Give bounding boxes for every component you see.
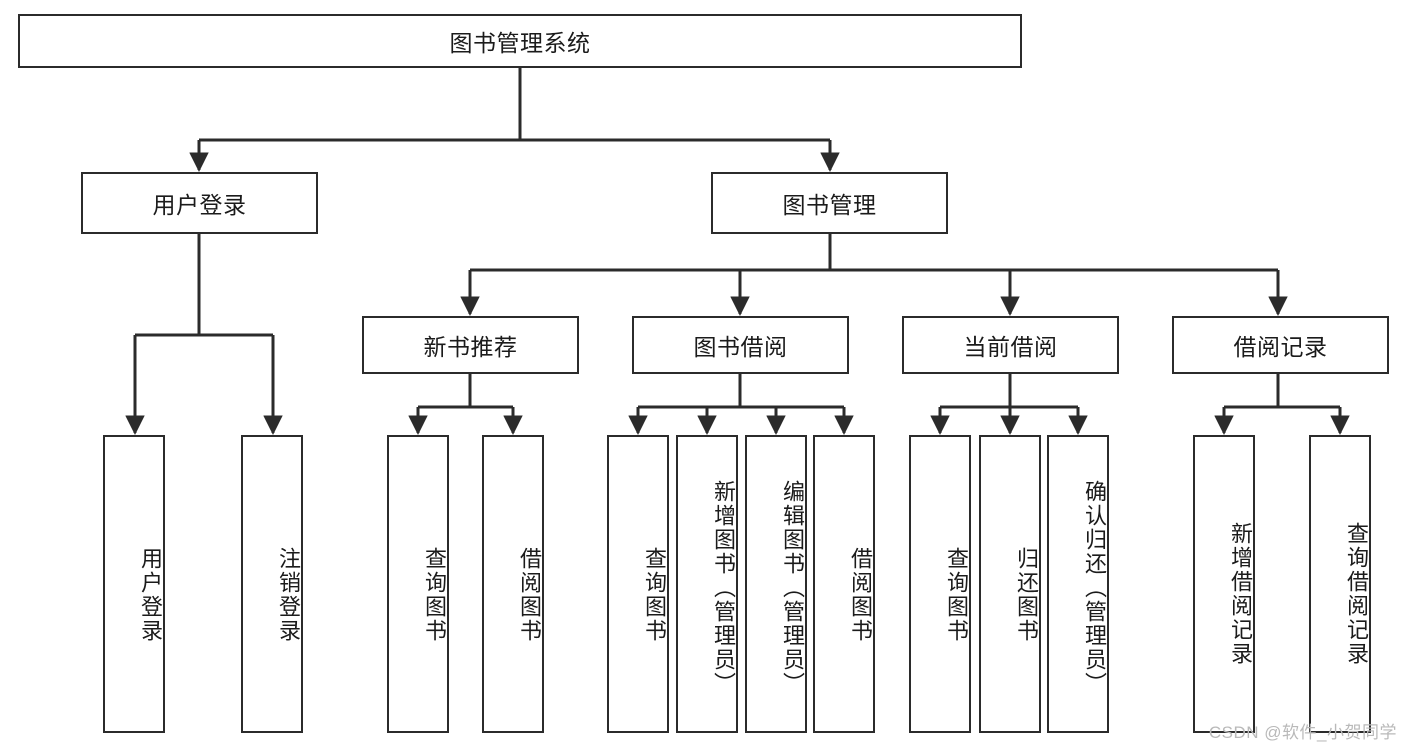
node-book-manage-label: 图书管理 xyxy=(782,192,877,218)
node-leaf-return-book-label: 归还图书 xyxy=(1014,547,1039,643)
node-leaf-logout-label: 注销登录 xyxy=(276,547,301,643)
node-root[interactable]: 图书管理系统 xyxy=(18,14,1022,68)
node-leaf-add-record-label: 新增借阅记录 xyxy=(1228,522,1253,666)
node-leaf-query-book-current[interactable]: 查询图书 xyxy=(909,435,971,733)
borrow-record-to-leaves-connectors xyxy=(1214,374,1350,435)
node-leaf-add-record[interactable]: 新增借阅记录 xyxy=(1193,435,1255,733)
node-new-book-rec[interactable]: 新书推荐 xyxy=(362,316,579,374)
node-leaf-borrow-book[interactable]: 借阅图书 xyxy=(813,435,875,733)
node-current-borrow[interactable]: 当前借阅 xyxy=(902,316,1119,374)
node-leaf-logout[interactable]: 注销登录 xyxy=(241,435,303,733)
node-borrow-record-label: 借阅记录 xyxy=(1233,334,1328,360)
book-borrow-to-leaves-connectors xyxy=(628,374,854,435)
node-book-borrow[interactable]: 图书借阅 xyxy=(632,316,849,374)
current-borrow-to-leaves-connectors xyxy=(930,374,1088,435)
node-leaf-query-book-rec-label: 查询图书 xyxy=(422,547,447,643)
node-user-login[interactable]: 用户登录 xyxy=(81,172,318,234)
node-leaf-edit-book[interactable]: 编辑图书（管理员） xyxy=(745,435,807,733)
node-new-book-rec-label: 新书推荐 xyxy=(423,334,518,360)
watermark-text: CSDN @软件_小贺同学 xyxy=(1208,723,1397,742)
node-leaf-query-record-label: 查询借阅记录 xyxy=(1344,522,1369,666)
user-login-to-leaves-connectors xyxy=(125,234,283,435)
node-leaf-user-login[interactable]: 用户登录 xyxy=(103,435,165,733)
node-leaf-edit-book-label: 编辑图书（管理员） xyxy=(780,480,805,696)
node-root-label: 图书管理系统 xyxy=(449,30,591,56)
node-book-borrow-label: 图书借阅 xyxy=(693,334,788,360)
node-book-manage[interactable]: 图书管理 xyxy=(711,172,948,234)
node-leaf-borrow-book-rec[interactable]: 借阅图书 xyxy=(482,435,544,733)
node-leaf-confirm-return[interactable]: 确认归还（管理员） xyxy=(1047,435,1109,733)
book-manage-to-level3-connectors xyxy=(460,234,1288,316)
node-leaf-query-book-borrow-label: 查询图书 xyxy=(642,547,667,643)
node-leaf-query-book-current-label: 查询图书 xyxy=(944,547,969,643)
new-book-rec-to-leaves-connectors xyxy=(408,374,523,435)
node-leaf-confirm-return-label: 确认归还（管理员） xyxy=(1082,480,1107,696)
root-to-level2-connectors xyxy=(189,68,840,172)
node-leaf-borrow-book-label: 借阅图书 xyxy=(848,547,873,643)
node-leaf-query-book-rec[interactable]: 查询图书 xyxy=(387,435,449,733)
node-leaf-user-login-label: 用户登录 xyxy=(138,547,163,643)
node-leaf-add-book[interactable]: 新增图书（管理员） xyxy=(676,435,738,733)
node-leaf-query-book-borrow[interactable]: 查询图书 xyxy=(607,435,669,733)
node-leaf-borrow-book-rec-label: 借阅图书 xyxy=(517,547,542,643)
node-leaf-query-record[interactable]: 查询借阅记录 xyxy=(1309,435,1371,733)
node-leaf-return-book[interactable]: 归还图书 xyxy=(979,435,1041,733)
node-borrow-record[interactable]: 借阅记录 xyxy=(1172,316,1389,374)
node-current-borrow-label: 当前借阅 xyxy=(963,334,1058,360)
node-leaf-add-book-label: 新增图书（管理员） xyxy=(711,480,736,696)
node-user-login-label: 用户登录 xyxy=(152,192,247,218)
